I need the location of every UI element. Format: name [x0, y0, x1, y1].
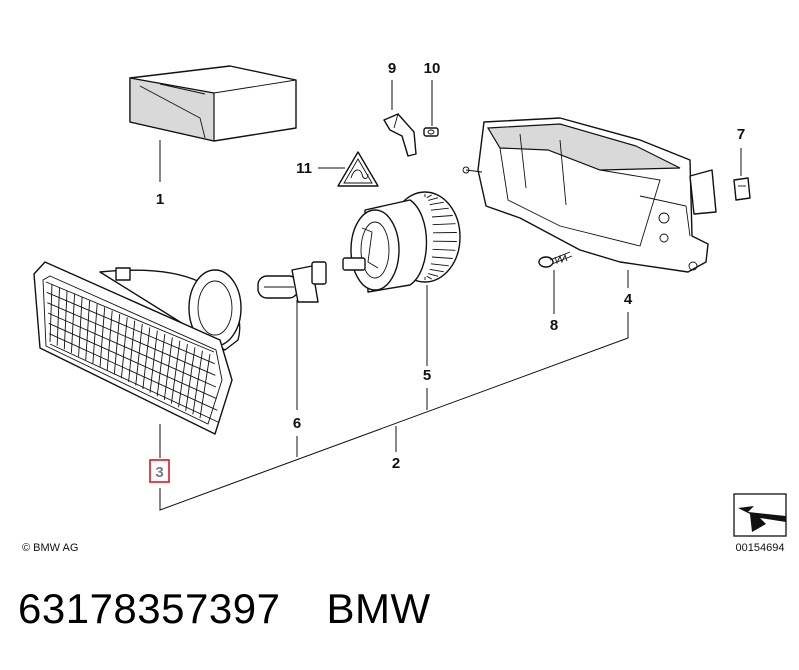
- callout-6: 6: [293, 415, 301, 432]
- callout-4: 4: [624, 291, 633, 308]
- lens-grille: [45, 281, 219, 423]
- grille-line: [170, 340, 181, 404]
- brand-name: BMW: [326, 585, 431, 632]
- drawing-number-badge: [733, 493, 787, 537]
- cap-rib: [431, 215, 453, 218]
- callout-3: 3: [155, 464, 163, 481]
- grille-line: [178, 343, 188, 408]
- cap-rib: [428, 197, 439, 201]
- grille-line: [47, 302, 216, 376]
- parts-diagram: 1 3 6 5 11: [22, 60, 787, 554]
- cap-rib: [432, 223, 456, 226]
- grille-line: [149, 330, 158, 393]
- grille-line: [156, 333, 166, 397]
- part-6-bulb: [257, 261, 327, 303]
- cap-rib: [429, 268, 444, 273]
- grille-line: [199, 353, 211, 419]
- part-number: 63178357397: [18, 585, 281, 632]
- part-number-footer: 63178357397 BMW: [18, 584, 431, 634]
- grille-line: [192, 350, 203, 415]
- cap-rib: [428, 273, 439, 277]
- cap-rib: [430, 263, 449, 267]
- grille-line: [142, 327, 151, 390]
- grille-line: [128, 320, 136, 382]
- callout-1: 1: [156, 191, 164, 208]
- cap-rib: [426, 275, 432, 280]
- cap-ribs: [424, 194, 457, 280]
- callout-2: 2: [392, 455, 400, 472]
- grille-line: [47, 312, 217, 388]
- callout-9: 9: [388, 60, 396, 77]
- grille-line: [185, 347, 196, 411]
- part-9-clip: [383, 113, 417, 157]
- drawing-number: 00154694: [736, 542, 785, 554]
- grille-line: [45, 281, 215, 353]
- grille-line: [163, 337, 173, 400]
- callout-3-highlight-box: [149, 459, 170, 483]
- callout-11: 11: [296, 160, 312, 177]
- assembly-leader: [159, 312, 629, 511]
- part-8-screw: [538, 251, 573, 268]
- direction-arrow-icon: [738, 506, 786, 532]
- cap-rib: [431, 256, 453, 259]
- callout-8: 8: [550, 317, 558, 334]
- copyright-text: © BMW AG: [22, 542, 78, 554]
- grille-line: [49, 343, 219, 423]
- part-7-clip-nut: [733, 177, 751, 201]
- grille-line: [120, 317, 128, 379]
- part-4-housing: [462, 117, 717, 273]
- cap-rib: [432, 248, 456, 251]
- callout-10: 10: [424, 60, 441, 77]
- callout-5: 5: [423, 367, 431, 384]
- part-5-socket: [342, 191, 461, 293]
- grille-line: [56, 287, 60, 346]
- grille-line: [46, 291, 215, 365]
- part-10-nut: [423, 127, 439, 137]
- grille-line: [48, 322, 217, 400]
- part-1-box: [129, 65, 297, 142]
- cap-rib: [426, 194, 432, 199]
- cap-rib: [429, 201, 444, 206]
- grille-line: [135, 323, 143, 386]
- grille-line: [49, 333, 218, 411]
- callout-7: 7: [737, 126, 745, 143]
- part-3-headlight: [33, 261, 242, 435]
- grille-line: [49, 283, 53, 343]
- grille-line: [113, 313, 121, 375]
- part-11-warning-label: [337, 151, 379, 187]
- cap-rib: [430, 207, 449, 211]
